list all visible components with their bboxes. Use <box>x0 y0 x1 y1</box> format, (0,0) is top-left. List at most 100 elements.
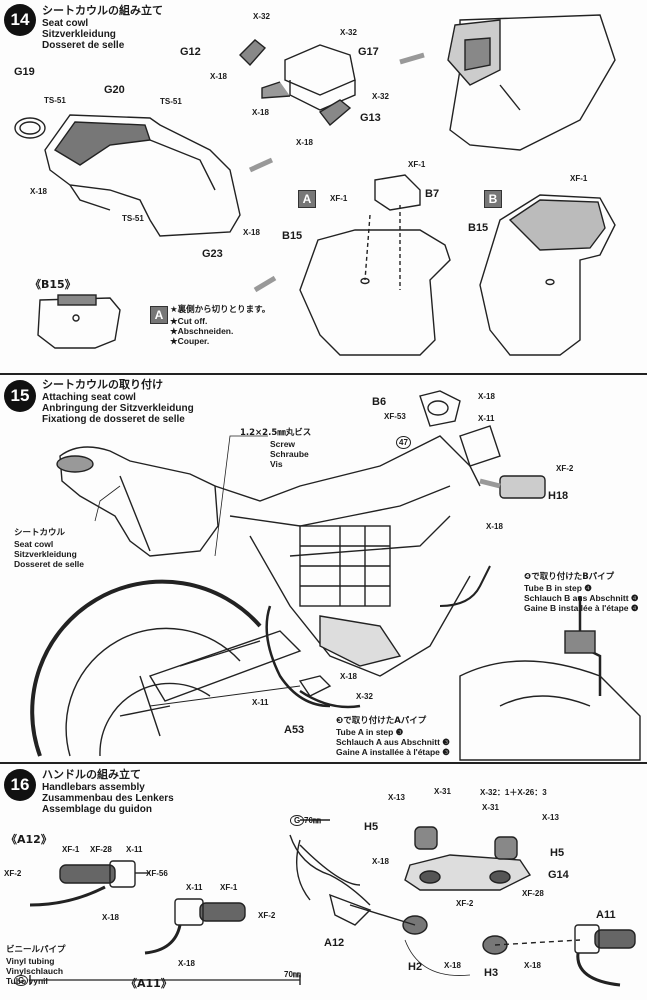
part-g14: G14 <box>548 869 569 881</box>
length-70mm-top: 70㎜ <box>304 816 321 825</box>
handlebars-drawing <box>29 819 636 987</box>
screw-x18-a: X-18 <box>30 187 47 196</box>
variant-a-tag: A <box>298 190 316 208</box>
step-15-title-fr: Fixationg de dosseret de selle <box>42 414 185 425</box>
screw-x11-top: X-11 <box>478 414 495 423</box>
part-b6: B6 <box>372 396 387 408</box>
g-sprue-tag-bottom: G <box>14 975 29 986</box>
part-g12: G12 <box>180 46 201 58</box>
step-14-number: 14 <box>4 4 36 36</box>
step-14-section: 14 シートカウルの組み立て Seat cowl Sitzverkleidung… <box>0 0 647 372</box>
screw-xf2: XF-2 <box>556 464 574 473</box>
screw-x32-c: X-32 <box>372 92 389 101</box>
screw-xf1-a: XF-1 <box>330 194 348 203</box>
screw-size-jp: 1.2×2.5㎜丸ビス <box>240 428 312 438</box>
screw-xf28-a12: XF-28 <box>90 845 112 854</box>
b15-callout: 《B15》 <box>30 278 76 291</box>
divider-15-16 <box>0 762 647 764</box>
tube-a-note-fr: Gaine A installée à l'étape ❸ <box>336 747 450 757</box>
tube-b-note-jp: ❹で取り付けたBパイプ <box>524 572 615 582</box>
step-15-number: 15 <box>4 380 36 412</box>
step-14-title-de: Sitzverkleidung <box>42 29 116 40</box>
step-15-title-jp: シートカウルの取り付け <box>42 378 163 391</box>
screw-xf1-a12: XF-1 <box>62 845 80 854</box>
part-a11: A11 <box>596 909 616 921</box>
seat-cowl-label-jp: シートカウル <box>14 528 66 538</box>
screw-x18-b: X-18 <box>243 228 260 237</box>
a11-callout: 《A11》 <box>126 977 172 990</box>
screw-x18-yoke: X-18 <box>372 857 389 866</box>
part-a12: A12 <box>324 937 345 949</box>
cut-note-en: ★Cut off. <box>170 316 208 326</box>
screw-x18-a12: X-18 <box>102 913 119 922</box>
vinyl-tubing-de: Vinylschlauch <box>6 966 64 976</box>
step-16-title-jp: ハンドルの組み立て <box>42 768 141 781</box>
step-15-title-de: Anbringung der Sitzverkleidung <box>42 403 194 414</box>
part-a53: A53 <box>284 724 305 736</box>
ref-47-badge: 47 <box>396 436 411 449</box>
screw-x32-x26-mix: X-32：1＋X-26：3 <box>480 788 547 797</box>
screw-ts51-a: TS-51 <box>44 96 66 105</box>
step-16-number: 16 <box>4 769 36 801</box>
motorcycle-frame-drawing <box>30 390 641 761</box>
part-b15-b: B15 <box>468 222 489 234</box>
cut-note-fr: ★Couper. <box>170 336 210 346</box>
a12-callout: 《A12》 <box>6 833 52 846</box>
screw-x18-lever: X-18 <box>340 672 357 681</box>
g-sprue-tag: G <box>290 815 305 826</box>
divider-14-15 <box>0 373 647 375</box>
tube-a-note-jp: ❸で取り付けたAパイプ <box>336 716 427 726</box>
screw-xf1-c: XF-1 <box>570 174 588 183</box>
screw-x18-d: X-18 <box>252 108 269 117</box>
tube-b-note-de: Schlauch B aus Abschnitt ❹ <box>524 593 639 603</box>
screw-x32-a: X-32 <box>253 12 270 21</box>
screw-label-de: Schraube <box>270 449 309 459</box>
tube-a-note-en: Tube A in step ❸ <box>336 727 404 737</box>
screw-x18-h2: X-18 <box>444 961 461 970</box>
screw-x18-a11: X-18 <box>178 959 195 968</box>
step-16-title-fr: Assemblage du guidon <box>42 804 153 815</box>
part-b15-a: B15 <box>282 230 303 242</box>
screw-xf53: XF-53 <box>384 412 406 421</box>
tube-a-note-de: Schlauch A aus Abschnitt ❸ <box>336 737 450 747</box>
part-g20: G20 <box>104 84 125 96</box>
screw-xf1-a11: XF-1 <box>220 883 238 892</box>
cut-note-de: ★Abschneiden. <box>170 326 234 336</box>
vinyl-tubing-jp: ビニールパイプ <box>6 945 66 955</box>
seat-cowl-label-de: Sitzverkleidung <box>14 549 77 559</box>
screw-x31-right: X-31 <box>482 803 499 812</box>
step-16-title-en: Handlebars assembly <box>42 782 145 793</box>
screw-x32-b: X-32 <box>340 28 357 37</box>
screw-label-en: Screw <box>270 439 296 449</box>
step-15-title-en: Attaching seat cowl <box>42 392 136 403</box>
screw-ts51-c: TS-51 <box>122 214 144 223</box>
tube-b-note-en: Tube B in step ❹ <box>524 583 592 593</box>
seat-cowl-label-fr: Dosseret de selle <box>14 559 84 569</box>
part-h2: H2 <box>408 961 423 973</box>
step-16-title-de: Zusammenbau des Lenkers <box>42 793 174 804</box>
step-14-title-jp: シートカウルの組み立て <box>42 4 163 17</box>
screw-label-fr: Vis <box>270 459 283 469</box>
screw-xf56-a12: XF-56 <box>146 869 168 878</box>
length-70mm-bottom: 70㎜ <box>284 970 301 979</box>
part-h5-right: H5 <box>550 847 565 859</box>
screw-xf2-a12: XF-2 <box>4 869 22 878</box>
screw-xf2-yoke: XF-2 <box>456 899 474 908</box>
screw-xf28-yoke: XF-28 <box>522 889 544 898</box>
step-15-section: 15 シートカウルの取り付け Attaching seat cowl Anbri… <box>0 376 647 761</box>
step-14-title-en: Seat cowl <box>42 18 89 29</box>
variant-b-tag: B <box>484 190 502 208</box>
step-16-section: 16 ハンドルの組み立て Handlebars assembly Zusamme… <box>0 765 647 1000</box>
screw-x11-a12: X-11 <box>126 845 143 854</box>
part-g19: G19 <box>14 66 35 78</box>
screw-x13-right: X-13 <box>542 813 559 822</box>
screw-x18-top: X-18 <box>478 392 495 401</box>
screw-x13-left: X-13 <box>388 793 405 802</box>
screw-x18-mid: X-18 <box>486 522 503 531</box>
step-14-title-fr: Dosseret de selle <box>42 40 125 51</box>
screw-x18-e: X-18 <box>296 138 313 147</box>
seat-cowl-assembly-drawing <box>14 14 616 356</box>
screw-x31-left: X-31 <box>434 787 451 796</box>
screw-x18-h3: X-18 <box>524 961 541 970</box>
